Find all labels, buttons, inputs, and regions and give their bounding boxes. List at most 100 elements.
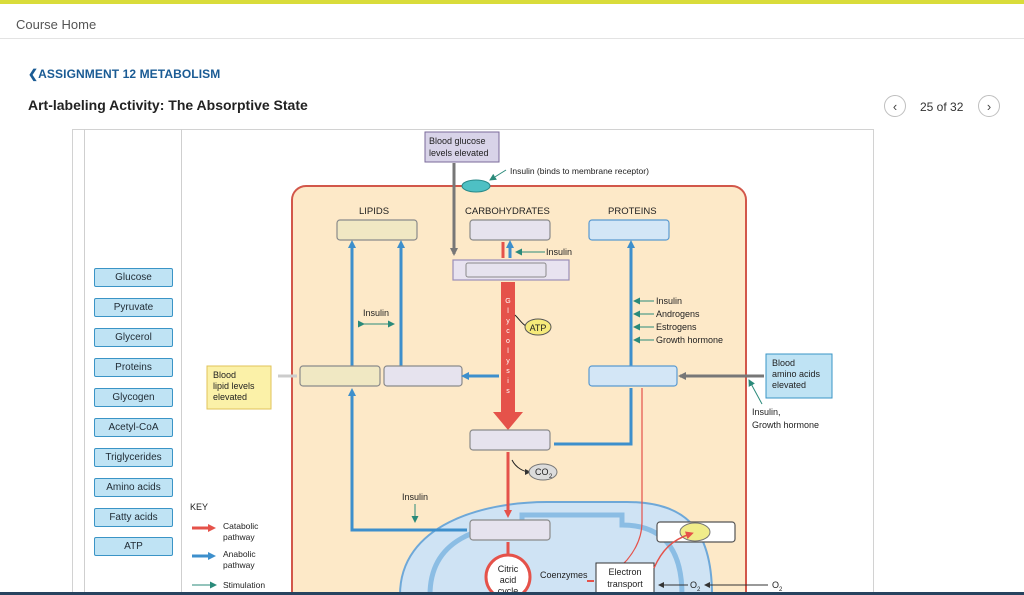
lipid-drop-box-right[interactable] xyxy=(383,365,463,387)
co2-bubble xyxy=(528,463,558,481)
chevron-right-icon: › xyxy=(986,98,992,114)
label-chip-fatty-acids[interactable]: Fatty acids xyxy=(94,508,173,527)
hormone-estrogens-label: Estrogens xyxy=(656,322,697,332)
acetyl-to-lipid-arrow xyxy=(348,388,467,532)
glycolysis-letter: G xyxy=(505,298,510,305)
label-bank-divider xyxy=(181,129,182,595)
proteins-heading: PROTEINS xyxy=(608,206,657,217)
insulin-gh-pointer xyxy=(748,379,763,405)
previous-item-button[interactable]: ‹ xyxy=(884,95,906,117)
pyruvate-drop-box[interactable] xyxy=(469,429,551,451)
blood-lipid-line1: Blood xyxy=(213,370,236,380)
page-title: Art-labeling Activity: The Absorptive St… xyxy=(28,97,308,113)
glycolysis-arrow-head xyxy=(493,412,523,430)
co2-label: CO xyxy=(535,467,549,477)
key-stimulation-label: Stimulation xyxy=(223,580,265,590)
glycolysis-letter: s xyxy=(506,368,510,375)
activity-panel xyxy=(72,129,874,595)
label-chip-pyruvate[interactable]: Pyruvate xyxy=(94,298,173,317)
carbohydrates-heading: CARBOHYDRATES xyxy=(465,206,550,217)
citric-acid-cycle xyxy=(484,553,532,595)
glycolysis-label: G l y c o l y s i s xyxy=(505,298,510,395)
blood-amino-box xyxy=(765,353,833,399)
atp-drop-target[interactable] xyxy=(679,522,711,542)
o2-outer-label: O xyxy=(772,580,779,590)
lipids-heading: LIPIDS xyxy=(359,206,389,217)
o2-inner-subscript: 2 xyxy=(697,587,701,593)
course-home-link[interactable]: Course Home xyxy=(16,17,97,32)
protein-storage-drop-box[interactable] xyxy=(588,219,670,241)
atp-bubble xyxy=(524,318,552,336)
blood-amino-line3: elevated xyxy=(772,380,806,390)
electron-to-atp-arrow xyxy=(653,531,694,569)
glycolysis-arrow-shaft xyxy=(501,282,515,412)
assignment-back-link[interactable]: ❮ASSIGNMENT 12 METABOLISM xyxy=(28,67,220,81)
blood-amino-line1: Blood xyxy=(772,358,795,368)
key-catabolic-line1: Catabolic xyxy=(223,521,259,531)
citric-line2: acid xyxy=(500,575,517,585)
co2-subscript: 2 xyxy=(549,474,553,480)
insulin-receptor xyxy=(461,179,491,193)
next-item-button[interactable]: › xyxy=(978,95,1000,117)
label-bank-left-border xyxy=(84,129,85,595)
insulin-gh-line1: Insulin, xyxy=(752,407,781,417)
electron-line1: Electron xyxy=(608,567,641,577)
glycolysis-letter: i xyxy=(507,378,509,385)
glycolysis-letter: o xyxy=(506,338,510,345)
blood-lipid-line3: elevated xyxy=(213,392,247,402)
acetyl-coa-drop-box[interactable] xyxy=(469,519,551,541)
insulin-receptor-label: Insulin (binds to membrane receptor) xyxy=(510,166,649,176)
label-chip-glucose[interactable]: Glucose xyxy=(94,268,173,287)
blood-glucose-line1: Blood glucose xyxy=(429,136,486,146)
label-chip-amino-acids[interactable]: Amino acids xyxy=(94,478,173,497)
coenzymes-label: Coenzymes xyxy=(540,570,588,580)
citric-line3: cycle xyxy=(498,586,519,595)
glycolysis-letter: l xyxy=(507,348,509,355)
blood-amino-line2: amino acids xyxy=(772,369,821,379)
glycolysis-letter: c xyxy=(506,328,510,335)
label-chip-triglycerides[interactable]: Triglycerides xyxy=(94,448,173,467)
amino-to-carbs-arrow xyxy=(554,388,633,446)
key-title: KEY xyxy=(190,502,208,512)
citric-line1: Citric xyxy=(498,564,519,574)
blood-glucose-line2: levels elevated xyxy=(429,148,489,158)
lipid-drop-box-left[interactable] xyxy=(299,365,381,387)
key-anabolic-line2: pathway xyxy=(223,560,255,570)
glucose-drop-target[interactable] xyxy=(465,262,547,278)
blood-lipid-line2: lipid levels xyxy=(213,381,255,391)
electron-line2: transport xyxy=(607,579,643,589)
hormone-insulin-label: Insulin xyxy=(656,296,682,306)
insulin-receptor-pointer xyxy=(489,169,507,181)
atp-label: ATP xyxy=(530,323,547,333)
label-chip-atp[interactable]: ATP xyxy=(94,537,173,556)
amino-acid-drop-box[interactable] xyxy=(588,365,678,387)
chevron-left-icon: ❮ xyxy=(28,67,39,81)
co2-pointer xyxy=(511,459,531,475)
label-chip-proteins[interactable]: Proteins xyxy=(94,358,173,377)
header-divider xyxy=(0,38,1024,39)
glycolysis-letter: y xyxy=(506,318,510,325)
chevron-left-icon: ‹ xyxy=(892,98,898,114)
glycolysis-letter: l xyxy=(507,308,509,315)
label-chip-acetyl-coa[interactable]: Acetyl-CoA xyxy=(94,418,173,437)
lipid-storage-drop-box[interactable] xyxy=(336,219,418,241)
absorptive-state-diagram: Blood glucose levels elevated Insulin (b… xyxy=(190,131,833,595)
blood-lipid-box xyxy=(206,365,272,410)
insulin-bottom-label: Insulin xyxy=(402,492,428,502)
label-chip-glycerol[interactable]: Glycerol xyxy=(94,328,173,347)
amino-catabolic-line xyxy=(611,388,643,576)
glycogen-storage-drop-box[interactable] xyxy=(469,219,551,241)
glycolysis-letter: s xyxy=(506,388,510,395)
blood-glucose-box xyxy=(424,131,500,163)
pager-count: 25 of 32 xyxy=(920,100,964,114)
o2-inner-label: O xyxy=(690,580,697,590)
o2-outer-subscript: 2 xyxy=(779,587,783,593)
insulin-carbs-label: Insulin xyxy=(546,247,572,257)
bottom-bar xyxy=(0,592,1024,595)
key-catabolic-line2: pathway xyxy=(223,532,255,542)
top-accent-strip xyxy=(0,0,1024,4)
glycolysis-letter: y xyxy=(506,358,510,365)
hormone-growth-hormone-label: Growth hormone xyxy=(656,335,723,345)
label-chip-glycogen[interactable]: Glycogen xyxy=(94,388,173,407)
assignment-back-label: ASSIGNMENT 12 METABOLISM xyxy=(38,67,221,81)
